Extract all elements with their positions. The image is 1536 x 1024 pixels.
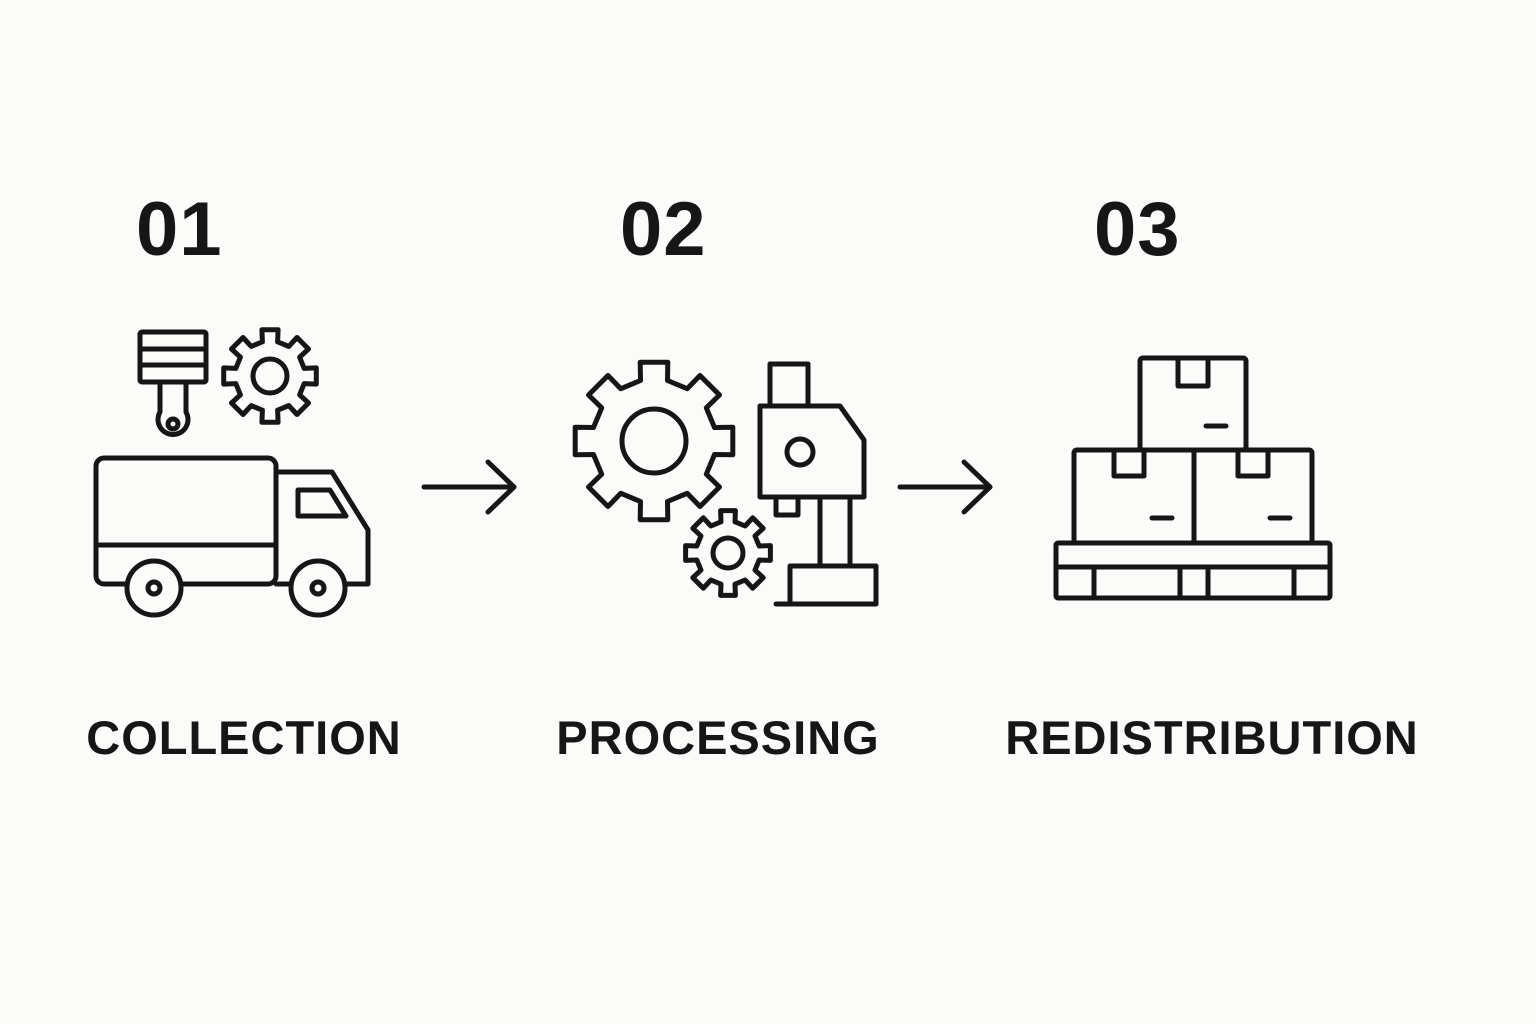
step-number-01: 01 [136,187,223,272]
gear-icon [572,359,736,523]
step-label-collection: COLLECTION [86,711,402,764]
arrow-right-icon [421,459,517,515]
gears-microscope-icon [572,359,879,607]
step-number-02: 02 [620,187,707,272]
step-label-processing: PROCESSING [556,711,880,764]
gear-icon [221,327,319,425]
boxes-pallet-icon [1053,355,1333,601]
step-number-03: 03 [1094,187,1181,272]
arrow-right-icon [897,459,993,515]
gear-icon [683,508,773,598]
step-label-redistribution: REDISTRIBUTION [1005,711,1419,764]
truck-piston-gear-icon [93,327,371,618]
